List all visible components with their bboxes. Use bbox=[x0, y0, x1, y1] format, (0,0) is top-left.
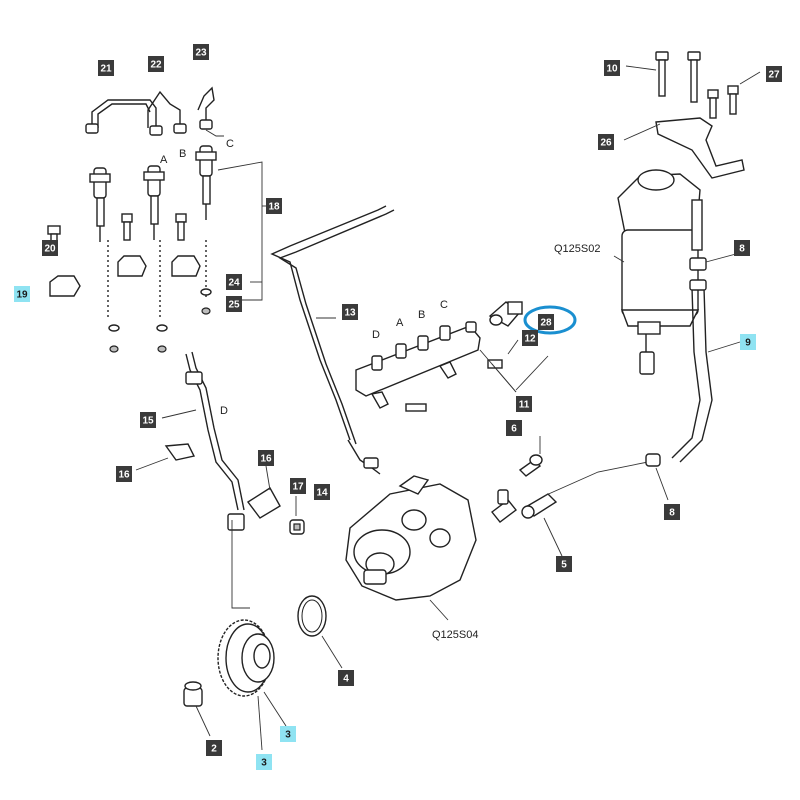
injector-clamps bbox=[47, 213, 207, 320]
callout-number: 19 bbox=[16, 290, 28, 301]
callout-number: 8 bbox=[739, 244, 745, 255]
rail-letter-c: C bbox=[440, 299, 448, 311]
callout-13: 13 bbox=[342, 304, 358, 320]
callout-number: 3 bbox=[285, 730, 291, 741]
common-rail bbox=[355, 321, 503, 412]
callout-9: 9 bbox=[740, 334, 756, 350]
pump-fittings bbox=[491, 454, 558, 523]
callout-number: 27 bbox=[768, 70, 780, 81]
callout-3a: 3 bbox=[280, 726, 296, 742]
rail-pressure-sensor bbox=[488, 301, 523, 327]
injector-pipes bbox=[85, 86, 215, 136]
clamp-right bbox=[246, 487, 281, 519]
filter-assembly-label: Q125S02 bbox=[554, 243, 600, 255]
injector-1 bbox=[89, 167, 111, 242]
injector-letter-a: A bbox=[160, 154, 168, 166]
callout-22: 22 bbox=[148, 56, 164, 72]
fuel-injection-pump bbox=[345, 475, 477, 601]
callout-number: 10 bbox=[606, 64, 618, 75]
rail-letter-b: B bbox=[418, 309, 425, 321]
callout-8a: 8 bbox=[734, 240, 750, 256]
callout-26: 26 bbox=[598, 134, 614, 150]
callout-number: 17 bbox=[292, 482, 304, 493]
highlight-circle-28 bbox=[523, 305, 577, 335]
fuel-return-line bbox=[270, 205, 395, 475]
callout-20: 20 bbox=[42, 240, 58, 256]
injector-seals bbox=[108, 288, 212, 353]
clamp-left bbox=[164, 443, 196, 461]
callout-number: 18 bbox=[268, 202, 280, 213]
callout-number: 3 bbox=[261, 758, 267, 769]
rail-letter-a: A bbox=[396, 317, 404, 329]
injector-letter-b: B bbox=[179, 148, 186, 160]
screw-17 bbox=[289, 519, 305, 535]
callout-number: 15 bbox=[142, 416, 154, 427]
callout-5: 5 bbox=[556, 556, 572, 572]
o-ring bbox=[297, 595, 327, 637]
callout-27: 27 bbox=[766, 66, 782, 82]
callout-number: 16 bbox=[260, 454, 272, 465]
callout-18: 18 bbox=[266, 198, 282, 214]
callout-number: 23 bbox=[195, 48, 207, 59]
o-ring-inner bbox=[301, 599, 323, 633]
callout-28: 28 bbox=[538, 314, 554, 330]
callout-12: 12 bbox=[522, 330, 538, 346]
callout-number: 4 bbox=[343, 674, 349, 685]
callout-14: 14 bbox=[314, 484, 330, 500]
injector-2 bbox=[143, 165, 165, 240]
callout-number: 24 bbox=[228, 278, 240, 289]
injectors bbox=[89, 145, 217, 242]
callout-number: 20 bbox=[44, 244, 56, 255]
fuel-hose bbox=[645, 279, 713, 467]
callout-15: 15 bbox=[140, 412, 156, 428]
callout-21: 21 bbox=[98, 60, 114, 76]
callout-2: 2 bbox=[206, 740, 222, 756]
callout-23: 23 bbox=[193, 44, 209, 60]
callout-number: 11 bbox=[519, 400, 530, 411]
pump-drive-gear bbox=[217, 619, 275, 697]
callout-number: 8 bbox=[669, 508, 675, 519]
callout-number: 28 bbox=[540, 318, 552, 329]
callout-16b: 16 bbox=[258, 450, 274, 466]
callout-24: 24 bbox=[226, 274, 242, 290]
callout-11: 11 bbox=[516, 396, 532, 412]
callout-10: 10 bbox=[604, 60, 620, 76]
callout-number: 6 bbox=[511, 424, 517, 435]
pump-assembly-label: Q125S04 bbox=[432, 629, 478, 641]
callout-number: 12 bbox=[524, 334, 536, 345]
callout-19: 19 bbox=[14, 286, 30, 302]
callout-number: 22 bbox=[150, 60, 162, 71]
callout-number: 14 bbox=[316, 488, 328, 499]
callout-16a: 16 bbox=[116, 466, 132, 482]
callout-number: 16 bbox=[118, 470, 130, 481]
callout-4: 4 bbox=[338, 670, 354, 686]
callout-number: 5 bbox=[561, 560, 567, 571]
callout-number: 2 bbox=[211, 744, 217, 755]
callout-number: 25 bbox=[228, 300, 240, 311]
injector-3 bbox=[195, 145, 217, 220]
gear-nut bbox=[183, 681, 203, 707]
callout-number: 13 bbox=[344, 308, 356, 319]
callout-25: 25 bbox=[226, 296, 242, 312]
callout-8b: 8 bbox=[664, 504, 680, 520]
callout-number: 9 bbox=[745, 338, 751, 349]
callout-number: 21 bbox=[100, 64, 112, 75]
line-letter-d: D bbox=[220, 405, 228, 417]
rail-letter-d: D bbox=[372, 329, 380, 341]
callout-6: 6 bbox=[506, 420, 522, 436]
high-pressure-pipe bbox=[185, 351, 245, 531]
injector-letter-c: C bbox=[226, 138, 234, 150]
callout-17: 17 bbox=[290, 478, 306, 494]
fuel-filter-assembly bbox=[617, 51, 745, 375]
callout-3b: 3 bbox=[256, 754, 272, 770]
callout-number: 26 bbox=[600, 138, 612, 149]
